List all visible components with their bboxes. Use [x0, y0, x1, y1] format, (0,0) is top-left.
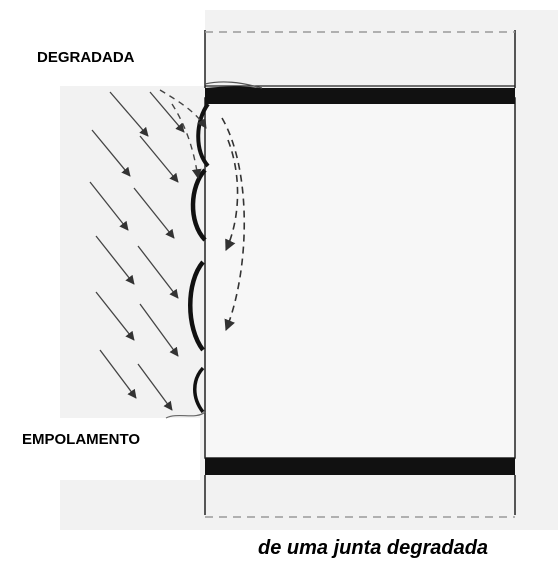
- rain-arrow: [89, 181, 129, 231]
- top-mortar-joint: [205, 86, 515, 104]
- moisture-flow-arrow-3: [159, 89, 207, 129]
- rain-arrow: [91, 129, 131, 177]
- rain-arrow: [137, 363, 173, 411]
- blister-bulge-1: [196, 102, 210, 168]
- rain-arrow: [137, 245, 179, 299]
- moisture-flow-arrow-4: [171, 103, 202, 179]
- brick-block: [204, 97, 516, 459]
- rain-arrow: [95, 291, 135, 341]
- rain-arrow: [99, 349, 137, 399]
- label-mask-bottom: [0, 418, 200, 480]
- rain-arrows: [89, 91, 185, 411]
- flaking-edge: [165, 411, 206, 419]
- top-joint-degraded-edge: [204, 81, 263, 89]
- rain-arrow: [109, 91, 149, 137]
- rain-arrow: [149, 91, 185, 133]
- rain-arrow: [133, 187, 175, 239]
- rain-arrow: [95, 235, 135, 285]
- label-empolamento: EMPOLAMENTO: [22, 431, 141, 448]
- rain-arrow: [139, 303, 179, 357]
- blister-bulge-3: [188, 260, 205, 352]
- label-mask-top: [0, 0, 205, 86]
- blister-bulge-4: [193, 366, 205, 414]
- moisture-flow-arrow-1: [221, 117, 246, 332]
- rain-arrow: [139, 135, 179, 183]
- label-degradada: DEGRADADA: [37, 49, 135, 66]
- figure-caption: de uma junta degradada: [258, 537, 489, 559]
- bottom-mortar-joint: [205, 458, 515, 475]
- moisture-flow-arrow-2: [225, 139, 239, 252]
